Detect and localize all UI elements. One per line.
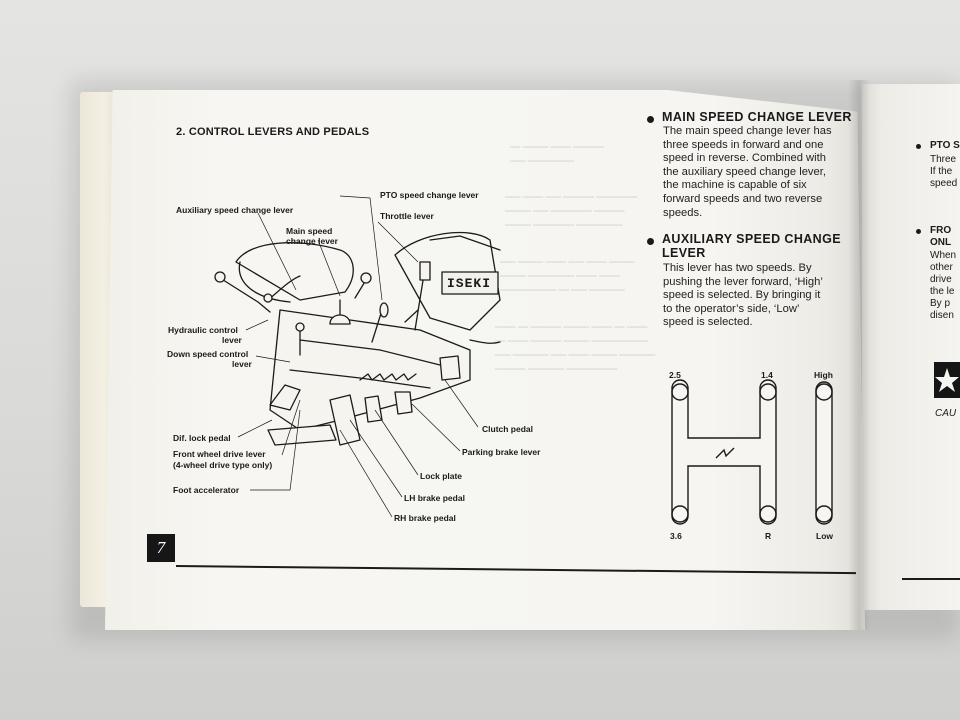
- label-main-speed-2: change lever: [286, 236, 338, 246]
- page-number: 7: [147, 534, 175, 562]
- text-line: disen: [930, 310, 954, 321]
- text-line: other: [930, 262, 953, 273]
- label-aux-speed-lever: Auxiliary speed change lever: [176, 205, 294, 215]
- text-line: By p: [930, 298, 951, 309]
- text-line: forward speeds and two reverse: [663, 192, 823, 205]
- label-front-wheel-2: (4-wheel drive type only): [173, 460, 273, 470]
- text-line: speed is selected. By bringing it: [663, 289, 821, 302]
- label-front-wheel-1: Front wheel drive lever: [173, 449, 266, 459]
- text-line: When: [930, 250, 957, 261]
- bullet-icon: [916, 229, 921, 234]
- label-clutch-pedal: Clutch pedal: [482, 424, 534, 434]
- bullet-icon: [916, 144, 921, 149]
- aux-speed-heading-2: LEVER: [662, 246, 706, 260]
- bleed-through-text: ━━━ ━━━━━ ━━━━ ━━━ ━━━━ ━━━━━━━━━━ ━━━━━…: [500, 257, 635, 295]
- right-front-heading-2: ONL: [930, 237, 952, 248]
- label-dif-lock-pedal: Dif. lock pedal: [173, 433, 231, 443]
- right-front-heading-1: FRO: [930, 225, 952, 236]
- text-line: Three: [930, 154, 957, 165]
- bleed-through-text: ━━━ ━━━━ ━━━ ━━━━━━ ━━━━━━━━━━━━━ ━━━ ━━…: [505, 192, 638, 230]
- gear-label-high: High: [814, 370, 833, 380]
- right-page: [862, 84, 960, 610]
- text-line: If the: [930, 166, 953, 177]
- text-line: the machine is capable of six: [663, 179, 807, 192]
- text-line: the le: [930, 286, 955, 297]
- gear-label-3-6: 3.6: [670, 531, 682, 541]
- label-down-speed-2: lever: [232, 359, 252, 369]
- label-foot-accelerator: Foot accelerator: [173, 485, 240, 495]
- right-caution-label: CAU: [935, 408, 957, 419]
- bullet-icon: [647, 238, 654, 245]
- label-rh-brake: RH brake pedal: [394, 513, 456, 523]
- main-speed-heading: MAIN SPEED CHANGE LEVER: [662, 110, 852, 124]
- bullet-icon: [647, 116, 654, 123]
- text-line: to the operator’s side, ‘Low’: [663, 302, 800, 315]
- gear-label-low: Low: [816, 531, 833, 541]
- text-line: the auxiliary speed change lever,: [663, 165, 826, 178]
- label-hydraulic-2: lever: [222, 335, 242, 345]
- label-throttle-lever: Throttle lever: [380, 211, 434, 221]
- label-hydraulic-1: Hydraulic control: [168, 325, 238, 335]
- label-lock-plate: Lock plate: [420, 471, 463, 481]
- right-pto-heading: PTO S: [930, 140, 960, 151]
- text-line: speeds.: [663, 206, 703, 219]
- text-line: speed is selected.: [663, 316, 753, 329]
- footer-rule-right: [902, 578, 960, 580]
- main-speed-text: The main speed change lever has three sp…: [663, 125, 832, 220]
- gear-label-2-5: 2.5: [669, 370, 681, 380]
- gear-label-r: R: [765, 531, 772, 541]
- text-line: speed: [930, 178, 958, 189]
- book-gutter: [848, 80, 870, 630]
- text-line: This lever has two speeds. By: [663, 262, 812, 274]
- section-title: 2. CONTROL LEVERS AND PEDALS: [176, 126, 370, 138]
- text-line: The main speed change lever has: [663, 125, 832, 137]
- label-pto-speed-lever: PTO speed change lever: [380, 190, 479, 200]
- text-line: speed in reverse. Combined with: [663, 152, 826, 165]
- left-page: [105, 90, 865, 630]
- text-line: drive: [930, 274, 952, 285]
- aux-speed-heading-1: AUXILIARY SPEED CHANGE: [662, 232, 841, 246]
- aux-speed-text: This lever has two speeds. By pushing th…: [663, 262, 823, 330]
- label-down-speed-1: Down speed control: [167, 349, 249, 359]
- label-lh-brake: LH brake pedal: [404, 493, 465, 503]
- bleed-through-text: ━━ ━━━━━ ━━━━ ━━━━━━━━━ ━━━━━━━━━: [510, 142, 605, 166]
- text-line: three speeds in forward and one: [663, 138, 824, 151]
- gear-label-1-4: 1.4: [761, 370, 773, 380]
- iseki-logo: ISEKI: [447, 276, 492, 291]
- bleed-through-text: ━━━━ ━━ ━━━━━━ ━━━━━ ━━━━ ━━ ━━━━━━ ━━━━…: [495, 322, 656, 374]
- label-main-speed-1: Main speed: [286, 226, 333, 236]
- caution-icon: [934, 362, 960, 398]
- text-line: pushing the lever forward, ‘High’: [663, 275, 823, 288]
- label-parking-brake: Parking brake lever: [462, 447, 541, 457]
